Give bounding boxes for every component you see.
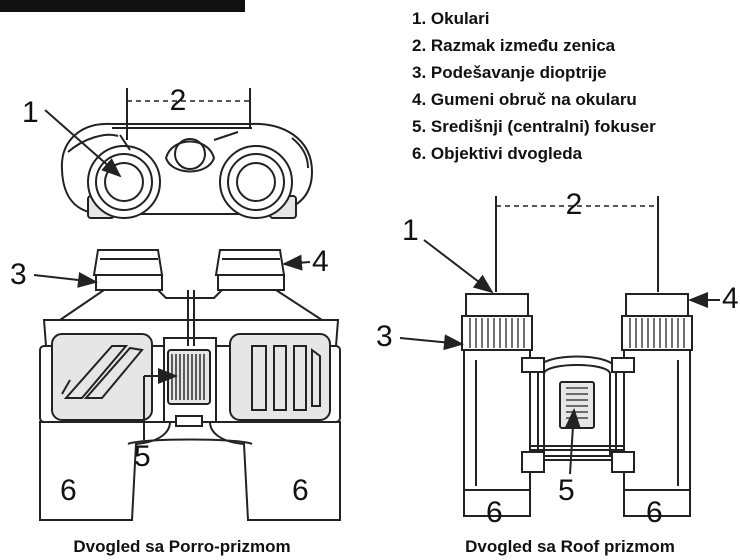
legend: 1. Okulari 2. Razmak između zenica 3. Po… bbox=[412, 9, 656, 163]
header-bar bbox=[0, 0, 245, 12]
label-1: 1 bbox=[22, 96, 39, 129]
label-2: 2 bbox=[566, 188, 583, 221]
label-3: 3 bbox=[10, 258, 27, 291]
label-3: 3 bbox=[376, 320, 393, 353]
label-6-left: 6 bbox=[486, 496, 503, 529]
label-4: 4 bbox=[312, 245, 329, 278]
label-5: 5 bbox=[134, 440, 151, 473]
label-6-left: 6 bbox=[60, 474, 77, 507]
roof-binoculars bbox=[461, 293, 693, 517]
label-5: 5 bbox=[558, 474, 575, 507]
label-4: 4 bbox=[722, 282, 739, 315]
legend-item: 1. Okulari bbox=[412, 9, 489, 28]
legend-item: 6. Objektivi dvogleda bbox=[412, 144, 583, 163]
legend-item: 4. Gumeni obruč na okularu bbox=[412, 90, 637, 109]
porro-caption: Dvogled sa Porro-prizmom bbox=[73, 537, 290, 556]
label-2: 2 bbox=[170, 84, 187, 117]
label-6-right: 6 bbox=[292, 474, 309, 507]
legend-item: 2. Razmak između zenica bbox=[412, 36, 616, 55]
roof-caption: Dvogled sa Roof prizmom bbox=[465, 537, 675, 556]
label-6-right: 6 bbox=[646, 496, 663, 529]
legend-item: 3. Podešavanje dioptrije bbox=[412, 63, 607, 82]
legend-item: 5. Središnji (centralni) fokuser bbox=[412, 117, 656, 136]
porro-top-view bbox=[60, 122, 314, 219]
porro-front-view bbox=[39, 249, 341, 521]
label-1: 1 bbox=[402, 214, 419, 247]
